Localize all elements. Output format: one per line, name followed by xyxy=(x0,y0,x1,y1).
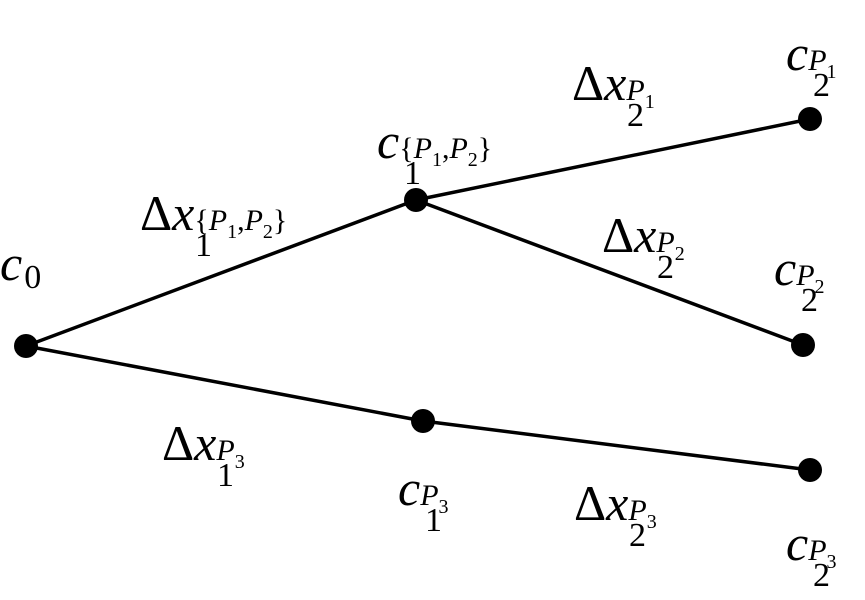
node-label-c0: c0 xyxy=(0,235,41,296)
edge-c0-c1P12 xyxy=(25,198,417,348)
node-label-c2P3: cP32 xyxy=(786,515,837,594)
edges-group xyxy=(25,117,811,472)
edge-label-c1P12-c2P2: ΔxP22 xyxy=(602,207,685,286)
node-c2P1 xyxy=(798,107,822,131)
nodes-group xyxy=(14,107,822,482)
edge-label-c1P3-c2P3: ΔxP32 xyxy=(574,475,657,554)
node-c0 xyxy=(14,334,38,358)
node-label-c2P1: cP12 xyxy=(786,25,837,104)
node-label-c2P2: cP22 xyxy=(774,240,825,319)
node-label-c1P12: c{P1,P2}1 xyxy=(377,113,492,192)
edge-c1P12-c2P1 xyxy=(415,117,811,202)
edge-label-c0-c1P12: Δx{P1,P2}1 xyxy=(140,185,287,264)
node-label-c1P3: cP31 xyxy=(398,460,449,539)
edge-c1P12-c2P2 xyxy=(415,198,804,347)
edge-label-c0-c1P3: ΔxP31 xyxy=(162,415,245,494)
node-c2P3 xyxy=(798,458,822,482)
edge-c1P3-c2P3 xyxy=(422,419,811,472)
node-c2P2 xyxy=(791,333,815,357)
edge-label-c1P12-c2P1: ΔxP12 xyxy=(572,55,655,134)
node-c1P12 xyxy=(404,188,428,212)
edge-c0-c1P3 xyxy=(25,344,424,423)
node-c1P3 xyxy=(411,409,435,433)
